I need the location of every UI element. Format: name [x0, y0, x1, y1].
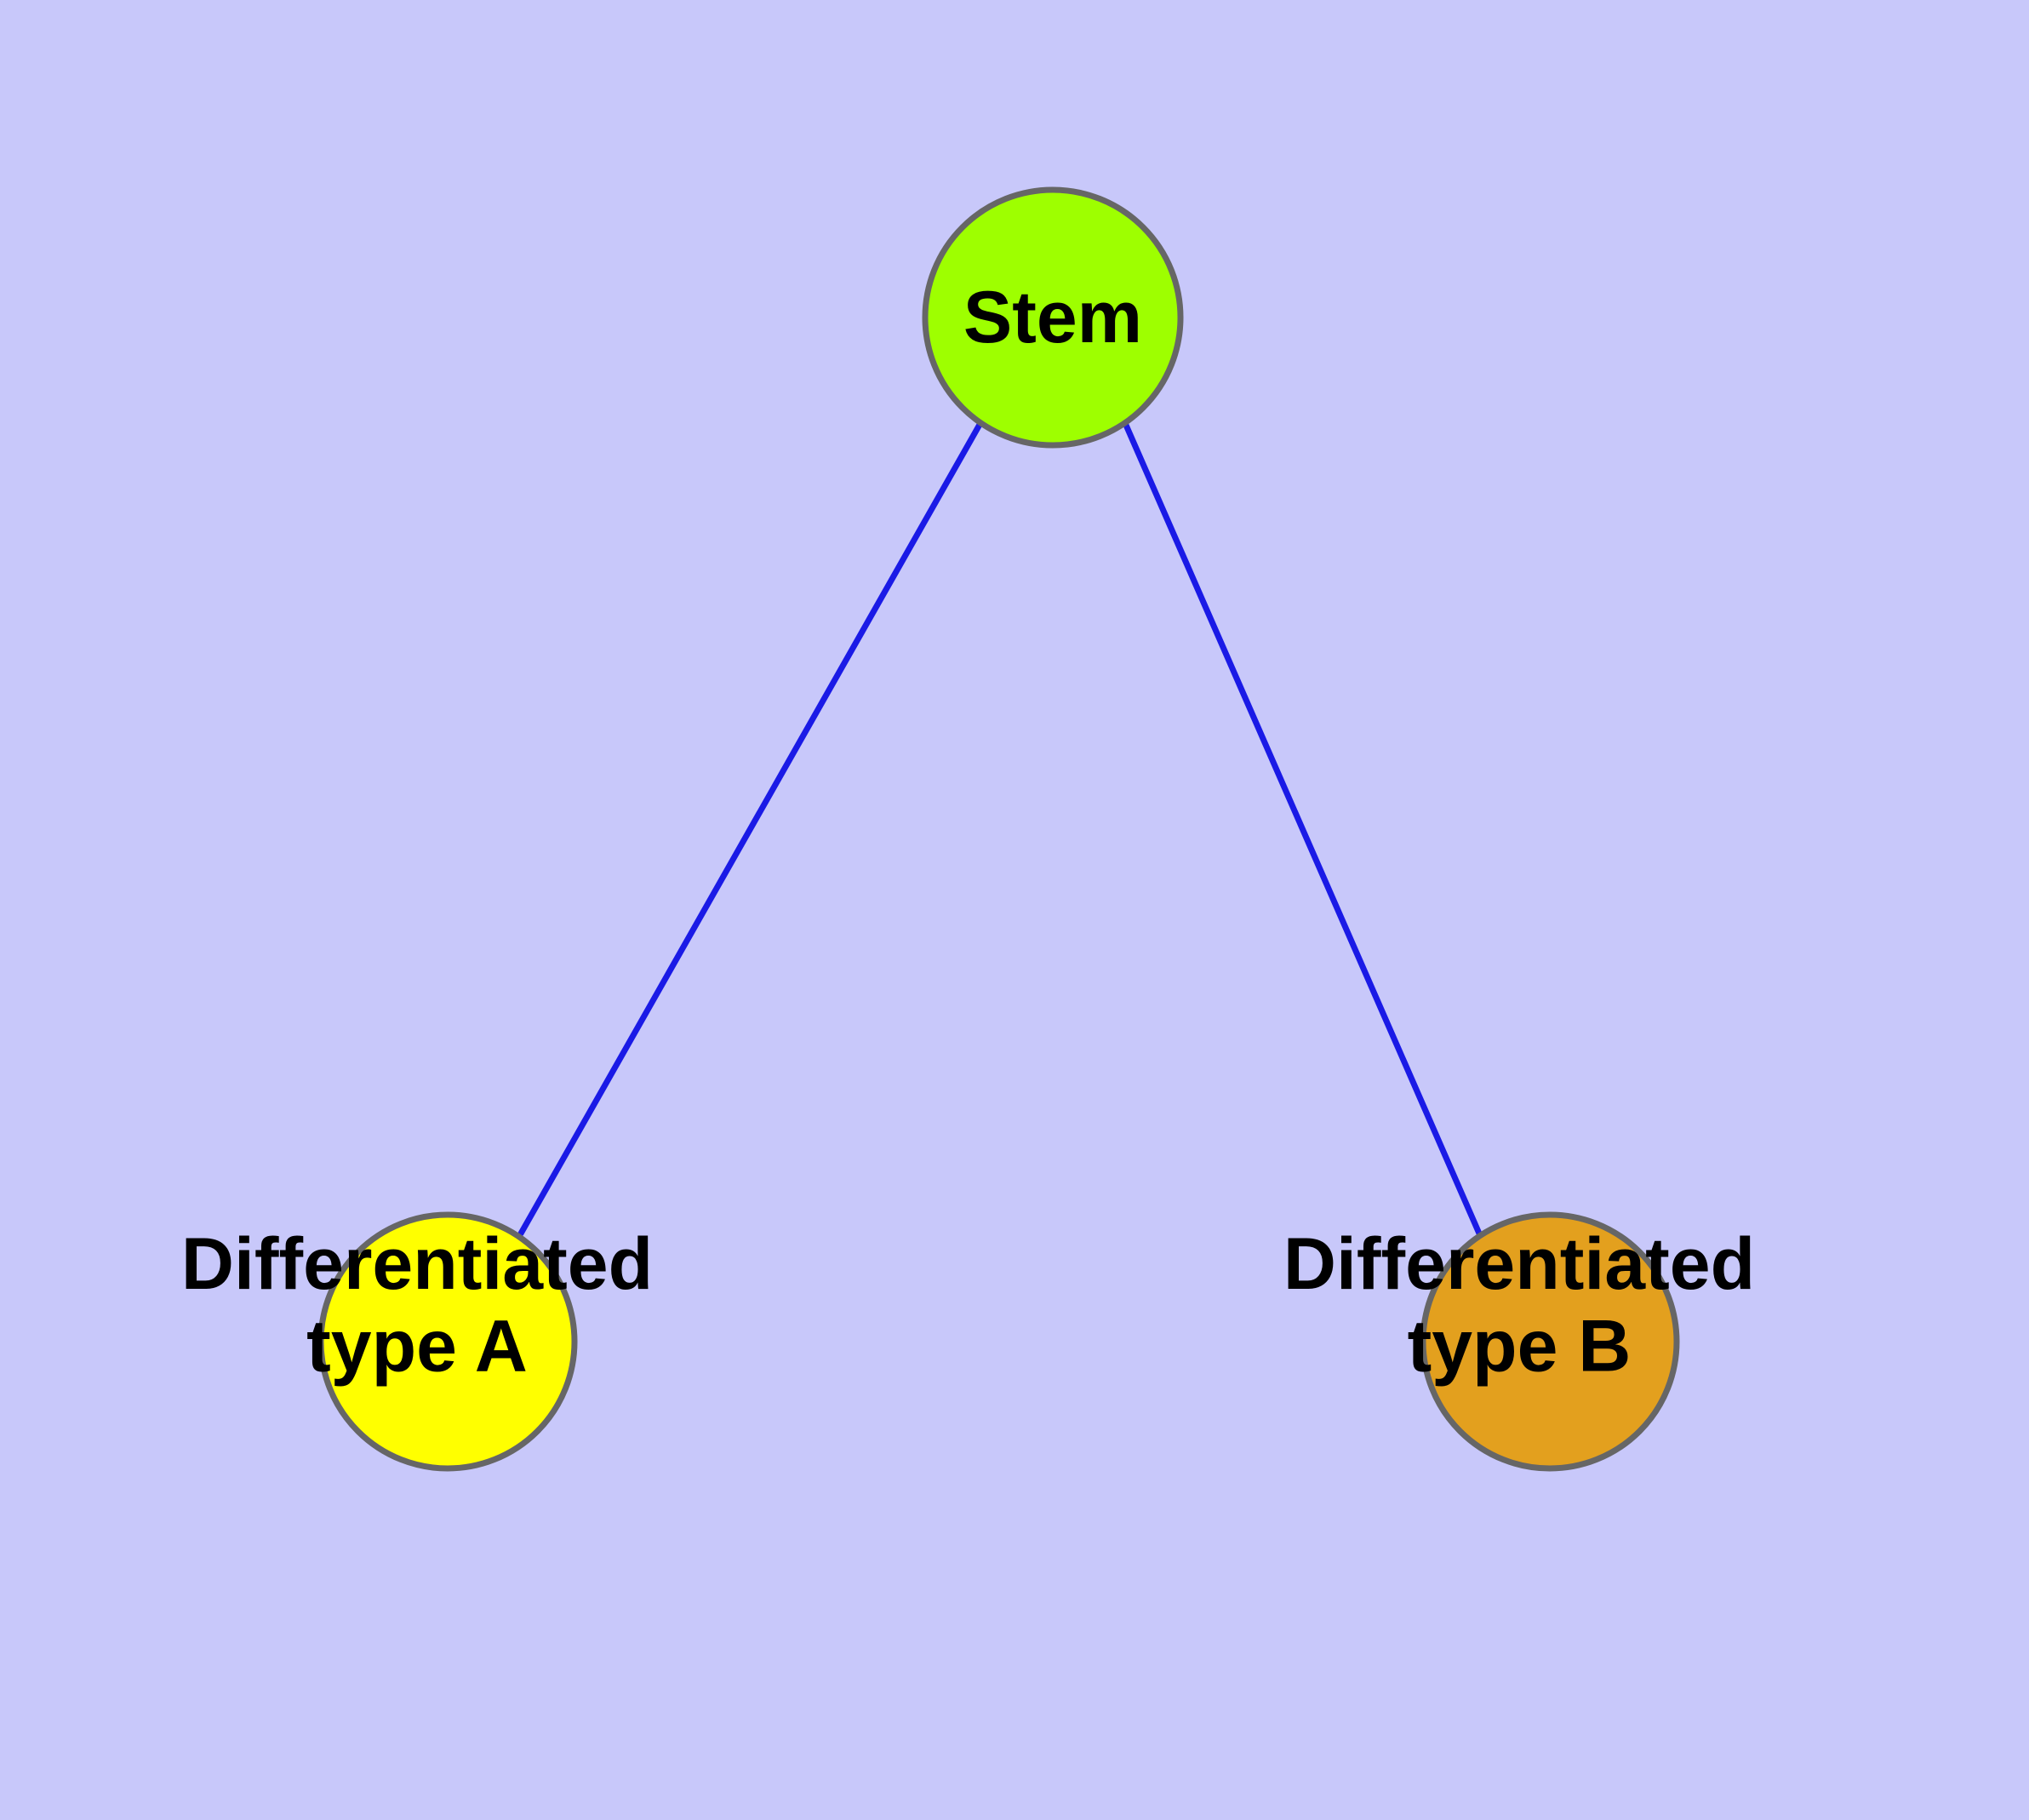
edge-stem-diff-a[interactable] — [517, 420, 984, 1237]
node-label-line: Differentiated — [1283, 1223, 1755, 1305]
node-circle-diff_b[interactable] — [1420, 1211, 1680, 1472]
node-label-line: type B — [1408, 1305, 1632, 1387]
edge-layer — [517, 420, 1483, 1237]
node-stem[interactable]: Stem — [922, 186, 1184, 449]
node-label-line: Stem — [963, 277, 1142, 358]
edge-stem-diff-b[interactable] — [1122, 420, 1483, 1237]
node-label-line: Differentiated — [181, 1223, 653, 1305]
node-circle-diff_a[interactable] — [317, 1211, 578, 1472]
node-circle-stem[interactable] — [922, 186, 1184, 449]
node-label-stem: Stem — [963, 277, 1142, 358]
node-label-line: type A — [306, 1305, 528, 1387]
